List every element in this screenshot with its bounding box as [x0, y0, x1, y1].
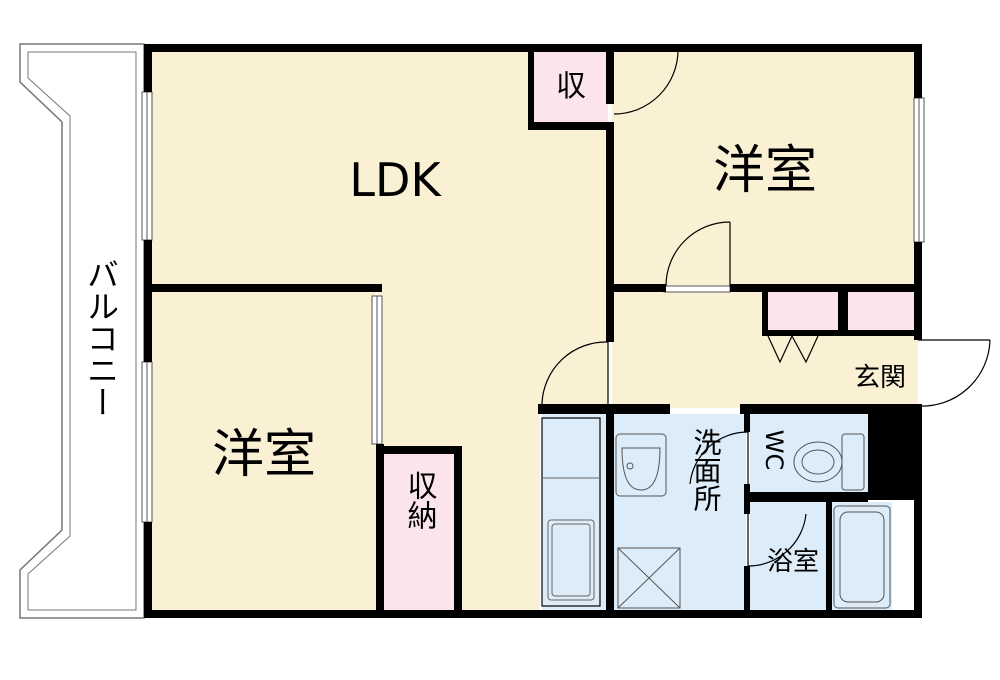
washing-machine-pan — [617, 547, 681, 609]
room-labels: バルコニー LDK 洋室 洋室 収 収納 玄関 洗面所 WC 浴室 — [82, 69, 906, 577]
walls — [144, 44, 922, 618]
storage-small-label: 収 — [556, 69, 586, 104]
western-room-1-label: 洋室 — [713, 141, 817, 201]
bathtub — [833, 505, 891, 609]
entrance-label: 玄関 — [854, 363, 906, 393]
bathroom-label: 浴室 — [767, 547, 819, 577]
western-room-2-label: 洋室 — [212, 425, 316, 485]
ldk-label: LDK — [349, 153, 442, 207]
balcony-label: バルコニー — [82, 258, 120, 418]
washroom-label: 洗面所 — [690, 428, 723, 512]
toilet — [793, 433, 865, 491]
kitchen-counter — [541, 417, 601, 607]
storage-large-label: 収納 — [402, 470, 438, 530]
doors — [541, 49, 991, 567]
wash-basin — [615, 433, 667, 497]
wc-label: WC — [760, 430, 788, 471]
